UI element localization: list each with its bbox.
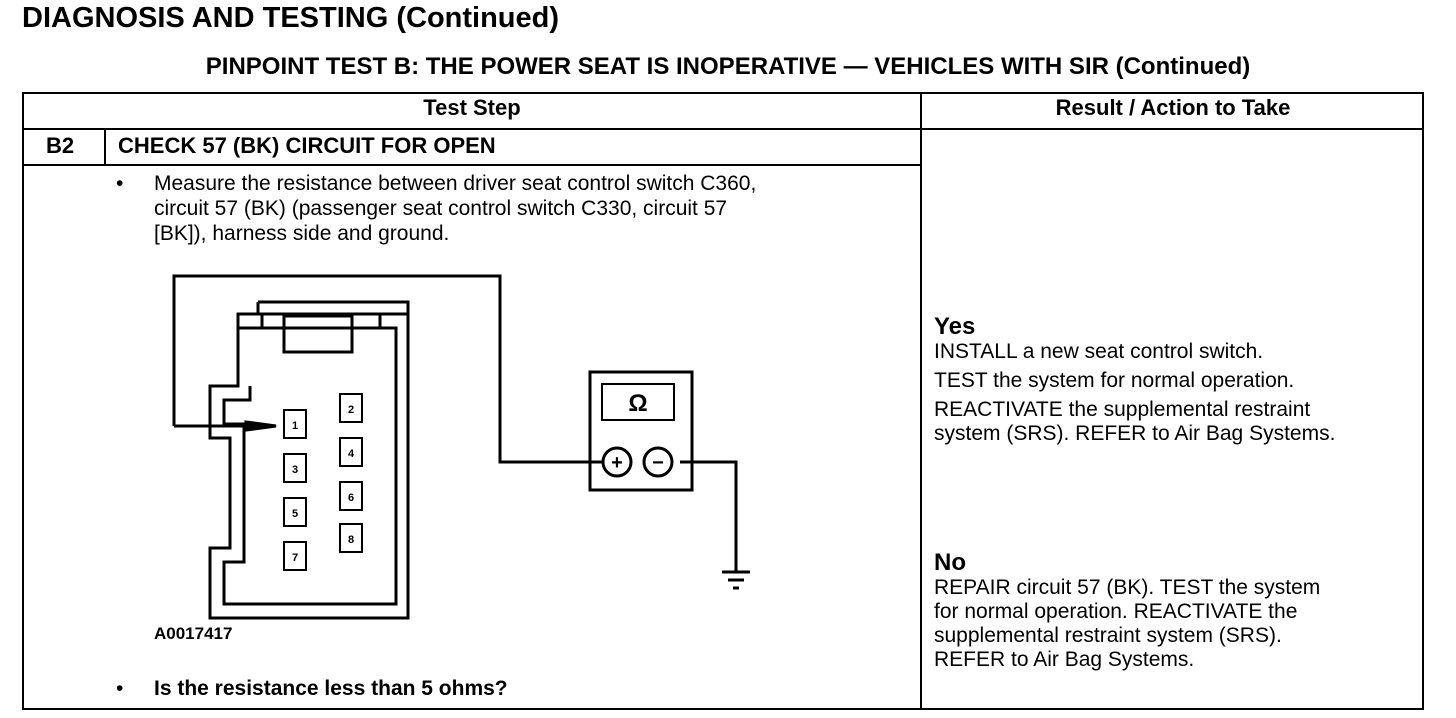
- pin-label-7: 7: [292, 552, 298, 564]
- pin-label-5: 5: [292, 508, 298, 520]
- positive-terminal: [601, 446, 633, 478]
- no-line-3: supplemental restraint system (SRS).: [934, 624, 1282, 647]
- no-line-1: REPAIR circuit 57 (BK). TEST the system: [934, 576, 1321, 599]
- test-lead-positive: [172, 274, 602, 464]
- ohm-icon: Ω: [628, 390, 647, 417]
- pin-4: [339, 437, 363, 467]
- result-no: No REPAIR circuit 57 (BK). TEST the syst…: [934, 550, 1320, 672]
- connector-measurement-diagram: 1 3 5 7 2 4 6 8 Ω + −: [172, 274, 750, 620]
- no-label: No: [934, 549, 966, 576]
- column-header-result: Result / Action to Take: [1055, 95, 1291, 120]
- header-row-divider: [22, 128, 1424, 130]
- pinpoint-test-title: PINPOINT TEST B: THE POWER SEAT IS INOPE…: [205, 53, 1251, 80]
- yes-line-2: TEST the system for normal operation.: [934, 369, 1295, 392]
- pin-label-4: 4: [348, 448, 355, 460]
- figure-id: A0017417: [154, 624, 233, 643]
- plus-icon: +: [611, 452, 623, 474]
- step-id: B2: [46, 133, 75, 158]
- pin-label-2: 2: [348, 404, 354, 416]
- pin-2: [339, 393, 363, 423]
- pin-label-8: 8: [348, 534, 354, 546]
- bullet-icon: •: [116, 172, 124, 195]
- question: Is the resistance less than 5 ohms?: [154, 677, 508, 700]
- instruction-line-3: [BK]), harness side and ground.: [154, 222, 450, 245]
- minus-icon: −: [652, 452, 664, 474]
- pin-label-1: 1: [292, 420, 298, 432]
- test-lead-negative: [680, 460, 738, 572]
- test-table: [22, 92, 1424, 710]
- pin-8: [339, 523, 363, 553]
- ohmmeter: [588, 370, 694, 492]
- column-header-test-step: Test Step: [423, 95, 521, 120]
- result-yes: Yes INSTALL a new seat control switch. T…: [934, 314, 1335, 446]
- bullet-icon: •: [116, 677, 124, 700]
- pin-1: [283, 409, 307, 439]
- connector-inner-outline: [222, 314, 398, 606]
- instruction-line-1: Measure the resistance between driver se…: [154, 172, 757, 195]
- ohmmeter-display: [601, 383, 675, 421]
- connector-latch: [282, 314, 354, 354]
- pin-label-3: 3: [292, 464, 298, 476]
- instruction-line-2: circuit 57 (BK) (passenger seat control …: [154, 197, 728, 220]
- pin-5: [283, 497, 307, 527]
- yes-line-3: REACTIVATE the supplemental restraint: [934, 398, 1311, 421]
- pin-label-6: 6: [348, 492, 354, 504]
- yes-label: Yes: [934, 313, 976, 340]
- step-row-divider: [22, 164, 922, 166]
- yes-line-4: system (SRS). REFER to Air Bag Systems.: [934, 422, 1336, 445]
- column-divider: [920, 92, 922, 710]
- pin-7: [283, 541, 307, 571]
- step-id-divider: [104, 128, 106, 165]
- pin-6: [339, 481, 363, 511]
- step-title: CHECK 57 (BK) CIRCUIT FOR OPEN: [118, 133, 496, 158]
- yes-line-1: INSTALL a new seat control switch.: [934, 340, 1264, 363]
- no-line-4: REFER to Air Bag Systems.: [934, 648, 1195, 671]
- connector-outline: [208, 300, 410, 620]
- negative-terminal: [642, 446, 674, 478]
- pin-3: [283, 453, 307, 483]
- page-title: DIAGNOSIS AND TESTING (Continued): [22, 2, 560, 34]
- no-line-2: for normal operation. REACTIVATE the: [934, 600, 1298, 623]
